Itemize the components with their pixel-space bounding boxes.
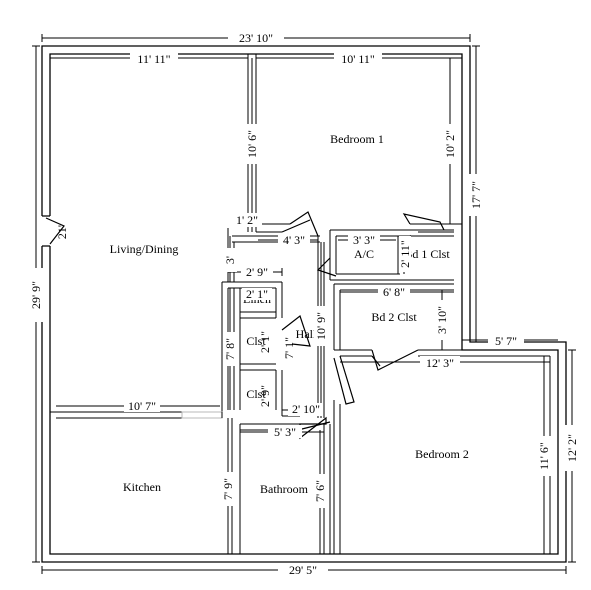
room-labels: Living/Dining Bedroom 1 A/C Bd 1 Clst Li… [110,132,469,496]
dim-hall-length: 10' 9" [314,312,328,340]
dim-bd2-closet-height: 3' 10" [435,306,449,334]
room-label-closet2: Clst [246,387,266,401]
interior-walls [50,54,551,554]
dim-ac-width: 3' 3" [353,233,375,247]
dim-closet-block-width: 2' 9" [246,265,268,279]
room-label-bd2-closet: Bd 2 Clst [371,310,417,324]
room-label-ac: A/C [354,247,374,261]
dim-right-upper: 17' 7" [469,181,483,209]
dim-living-door: 21' [55,225,69,239]
dim-closet-block-height: 7' 8" [223,338,237,360]
dim-bathroom-width: 5' 3" [274,425,296,439]
dim-bedroom1-width: 10' 11" [341,52,375,66]
dimension-labels: 23' 10" 11' 11" 10' 11" 1' 2" 4' 3" 3' 3… [29,31,579,577]
dim-overall-top: 23' 10" [239,31,273,45]
dim-kitchen-height: 7' 9" [221,478,235,500]
room-label-hall: Hall [296,327,317,341]
dim-living-bottom-width: 10' 7" [128,399,156,413]
room-label-kitchen: Kitchen [123,480,161,494]
dim-right-lower: 12' 2" [565,434,579,462]
room-label-living-dining: Living/Dining [110,242,179,256]
dim-hall-jog: 1' 2" [236,213,258,227]
dim-bedroom1-height-right: 10' 2" [443,130,457,158]
dim-linen-width: 2' 1" [246,287,268,301]
dim-bump-width: 5' 7" [495,334,517,348]
room-label-bd1-closet: Bd 1 Clst [404,247,450,261]
dim-bedroom1-height-left: 10' 6" [245,130,259,158]
dim-overall-left: 29' 9" [29,281,43,309]
dim-bd1-closet-width: 2' 11" [398,240,412,268]
room-label-bedroom1: Bedroom 1 [330,132,384,146]
room-label-bathroom: Bathroom [260,482,309,496]
dim-closet2-width: 2' 9" [258,385,272,407]
room-label-bedroom2: Bedroom 2 [415,447,469,461]
room-label-closet1: Clst [246,334,266,348]
dim-bedroom2-width: 12' 3" [426,356,454,370]
doors [41,211,445,440]
dim-hall-left-height: 3' [223,256,237,264]
dim-closet1-width: 2' 1" [258,331,272,353]
dim-hall-bottom-width: 2' 10" [292,402,320,416]
dim-living-width: 11' 11" [137,52,170,66]
dim-closet1-depth: 7' 1" [282,337,296,359]
dim-hall-top-width: 4' 3" [283,233,305,247]
dim-bedroom2-height: 11' 6" [537,442,551,470]
dim-overall-bottom: 29' 5" [289,563,317,577]
dim-bd2-closet-width: 6' 8" [383,285,405,299]
dim-bathroom-height: 7' 6" [313,480,327,502]
